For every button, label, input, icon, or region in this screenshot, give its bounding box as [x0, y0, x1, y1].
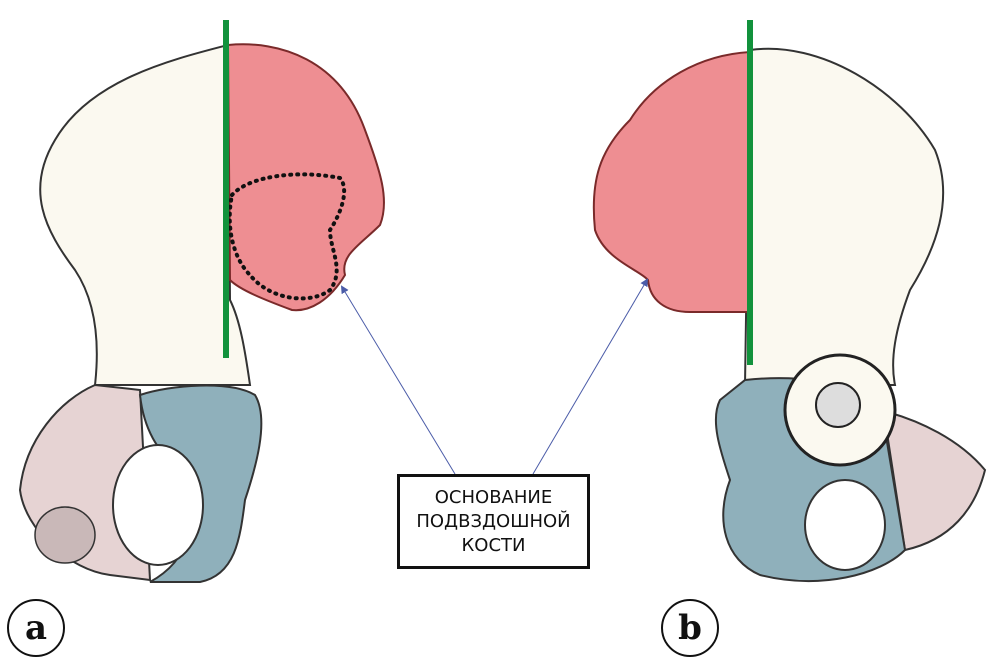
ilium-base-label: ОСНОВАНИЕ ПОДВЗДОШНОЙ КОСТИ — [397, 474, 590, 569]
symphysis-surface-a — [34, 506, 96, 564]
label-line-1: ОСНОВАНИЕ — [434, 486, 553, 508]
hip-bone-a — [18, 20, 386, 583]
dotted-outline-a — [227, 172, 347, 301]
ilium-base-red-b — [592, 50, 752, 313]
pubis-b — [878, 408, 987, 552]
obturator-foramen-b — [804, 479, 886, 571]
acetabular-fossa-b — [815, 382, 861, 428]
panel-label-a: a — [7, 599, 65, 657]
label-line-3: КОСТИ — [461, 534, 526, 556]
ilium-wing-b — [743, 47, 945, 386]
label-line-2: ПОДВЗДОШНОЙ — [416, 510, 571, 532]
ilium-base-red-a — [226, 43, 386, 312]
arrow-to-b — [532, 278, 649, 475]
ilium-wing-a — [39, 43, 252, 386]
panel-label-b: b — [661, 599, 719, 657]
obturator-foramen-a — [112, 444, 204, 566]
arrow-to-a — [340, 285, 456, 475]
hip-bone-b — [592, 20, 987, 582]
